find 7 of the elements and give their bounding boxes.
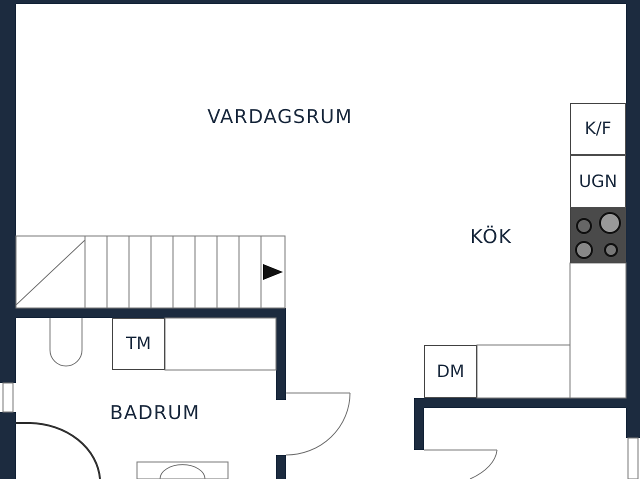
appliance-cabinet: DM bbox=[424, 345, 477, 398]
appliance-cabinet: K/F bbox=[570, 103, 626, 155]
appliance-cabinet: UGN bbox=[570, 155, 626, 208]
appliance-cabinet: TM bbox=[112, 318, 165, 370]
room-label: KÖK bbox=[470, 226, 512, 248]
room-label: BADRUM bbox=[110, 402, 200, 424]
room-label: VARDAGSRUM bbox=[207, 106, 353, 128]
